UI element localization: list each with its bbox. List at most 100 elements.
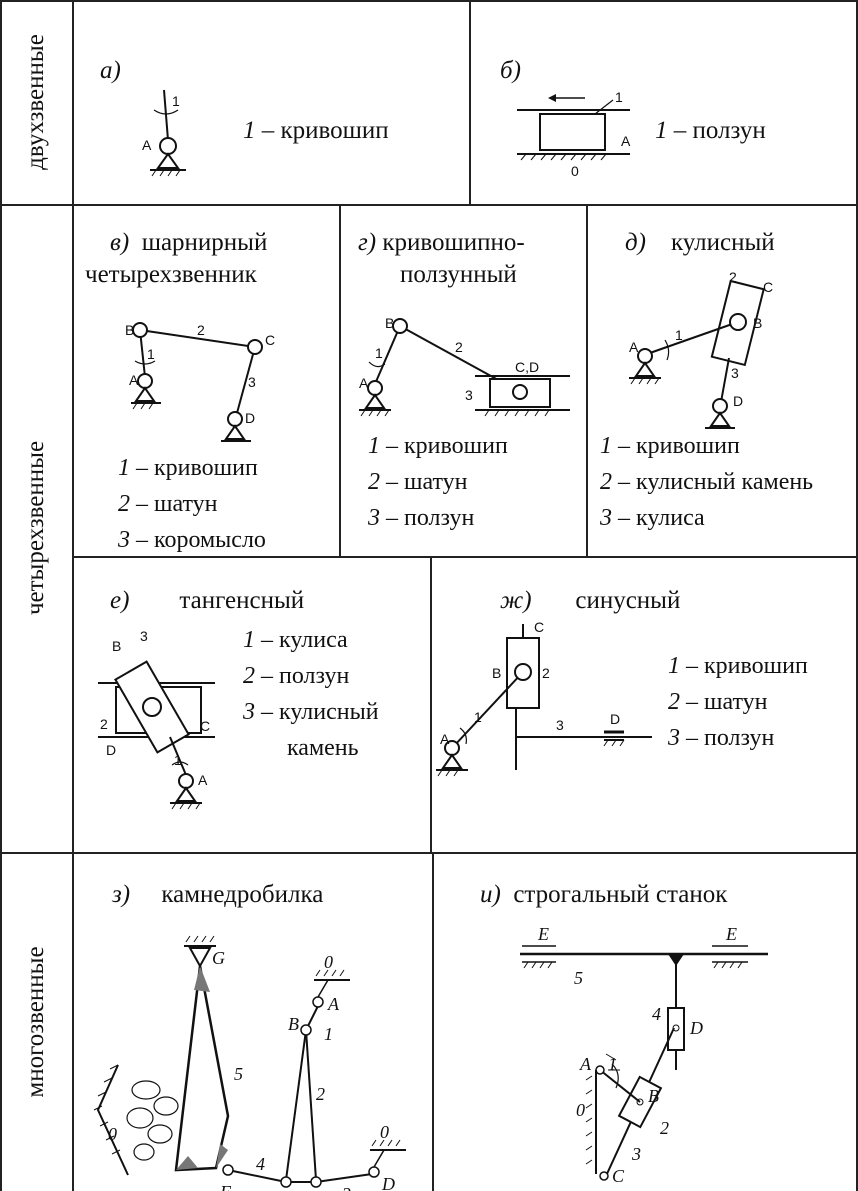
- diagram-label: 2: [542, 665, 550, 681]
- diagram-label: D: [689, 1018, 703, 1038]
- legend-number: 1: [655, 117, 668, 144]
- cell-title: камнедробилка: [161, 881, 324, 908]
- legend-item: камень: [243, 730, 379, 766]
- diagram-label: 5: [574, 968, 583, 988]
- cell-title: шарнирный: [141, 229, 268, 256]
- diagram-label: 4: [256, 1154, 265, 1174]
- cell-title-line1: з) камнедробилка: [112, 882, 323, 907]
- diagram-label: A: [629, 339, 639, 355]
- table-border-right: [856, 0, 858, 1191]
- cell-title-line1: в) шарнирный: [110, 230, 267, 255]
- diagram-label: B: [112, 638, 121, 654]
- diagram-label: A: [579, 1054, 592, 1074]
- legend-list: 1 – кривошип 2 – кулисный камень 3 – кул…: [600, 428, 813, 536]
- cell-letter: г): [358, 229, 377, 256]
- diagram-label: D: [381, 1174, 395, 1191]
- diagram-label: D: [245, 410, 255, 426]
- diagram-label: 0: [571, 163, 579, 179]
- legend-number: 1: [118, 455, 130, 481]
- legend-item: 3 – ползун: [668, 720, 808, 756]
- legend-label: – кулиса: [261, 627, 348, 653]
- legend-item: 2 – шатун: [668, 684, 808, 720]
- diagram-label: 3: [341, 1184, 351, 1191]
- row-label: двухзвенные: [22, 34, 49, 170]
- slider-diagram: 1 A 0: [517, 89, 631, 179]
- tangent-diagram: B 3 C 2 D 1 A: [98, 628, 215, 810]
- col-divider-ezh: [430, 556, 432, 852]
- row-label: многозвенные: [22, 945, 49, 1098]
- diagram-label: A: [440, 731, 450, 747]
- four-bar-diagram: B C A D 1 2 3: [125, 322, 275, 442]
- legend-item: 2 – шатун: [368, 464, 508, 500]
- cell-letter: ж): [500, 587, 532, 614]
- rocker-diagram: A B C D 1 2 3: [629, 269, 773, 429]
- diagram-label: B: [125, 322, 134, 338]
- diagram-label: C: [200, 718, 210, 734]
- legend-number: 2: [600, 469, 612, 495]
- row-header-multi-link: многозвенные: [0, 852, 72, 1191]
- slider-crank-diagram: B A C,D 1 2 3: [359, 315, 570, 417]
- diagram-label: E: [537, 924, 549, 944]
- diagram-label: 1: [172, 93, 180, 109]
- legend-number: 2: [243, 663, 255, 689]
- diagram-label: 2: [100, 716, 108, 732]
- row-header-four-link: четырехзвенные: [0, 204, 72, 852]
- legend-text: 1 – кривошип: [243, 118, 389, 143]
- cell-title: строгальный станок: [513, 881, 728, 908]
- legend-item: 3 – ползун: [368, 500, 508, 536]
- diagram-label: 2: [316, 1084, 325, 1104]
- table-border-left: [0, 0, 2, 1191]
- legend-item: 1 – кривошип: [368, 428, 508, 464]
- diagram-label: D: [106, 742, 116, 758]
- legend-label: – ползун: [386, 505, 475, 531]
- diagram-label: F: [219, 1182, 232, 1191]
- cell-letter: е): [110, 587, 130, 614]
- legend-label: – коромысло: [136, 527, 266, 553]
- cell-title-line1: г) кривошипно-: [358, 230, 525, 255]
- cell-title: синусный: [575, 587, 681, 614]
- legend-item: 2 – шатун: [118, 486, 266, 522]
- col-divider-ab: [469, 0, 471, 204]
- diagram-label: 3: [465, 387, 473, 403]
- cell-letter: з): [112, 881, 131, 908]
- legend-number: 1: [243, 117, 256, 144]
- legend-item: 1 – кулиса: [243, 622, 379, 658]
- cell-letter: а): [100, 57, 121, 84]
- legend-label: – ползун: [261, 663, 350, 689]
- diagram-label: 0: [380, 1122, 389, 1142]
- cell-title-line2: четырехзвенник: [85, 261, 257, 288]
- diagram-label: 3: [556, 717, 564, 733]
- diagram-label: 0: [324, 952, 333, 972]
- diagram-label: 3: [248, 374, 256, 390]
- diagram-label: G: [212, 948, 225, 968]
- diagram-label: B: [753, 315, 762, 331]
- legend-label: – кривошип: [686, 653, 808, 679]
- diagram-label: 3: [140, 628, 148, 644]
- legend-number: 2: [118, 491, 130, 517]
- diagram-label: A: [198, 772, 208, 788]
- legend-number: 2: [368, 469, 380, 495]
- diagram-label: 1: [324, 1024, 333, 1044]
- diagram-label: C,D: [515, 359, 539, 375]
- legend-item: 3 – коромысло: [118, 522, 266, 558]
- legend-number: 3: [243, 699, 255, 725]
- cell-title: тангенсный: [179, 587, 305, 614]
- diagram-label: 1: [608, 1054, 617, 1074]
- subrow-divider: [72, 556, 858, 558]
- cell-title-line2: ползунный: [400, 261, 517, 288]
- diagram-label: A: [129, 372, 139, 388]
- cell-title: кулисный: [670, 229, 775, 256]
- legend-number: 1: [368, 433, 380, 459]
- legend-number: 1: [668, 653, 680, 679]
- diagram-label: B: [385, 315, 394, 331]
- legend-label: – шатун: [686, 689, 768, 715]
- legend-label: – кулисный камень: [618, 469, 814, 495]
- legend-number: 1: [600, 433, 612, 459]
- legend-label: – кривошип: [261, 117, 389, 144]
- legend-item: 1 – кривошип: [600, 428, 813, 464]
- diagram-label: 1: [615, 89, 623, 105]
- diagram-label: A: [359, 375, 369, 391]
- legend-item: 3 – кулисный: [243, 694, 379, 730]
- diagram-label: B: [288, 1014, 299, 1034]
- diagram-label: 2: [729, 269, 737, 285]
